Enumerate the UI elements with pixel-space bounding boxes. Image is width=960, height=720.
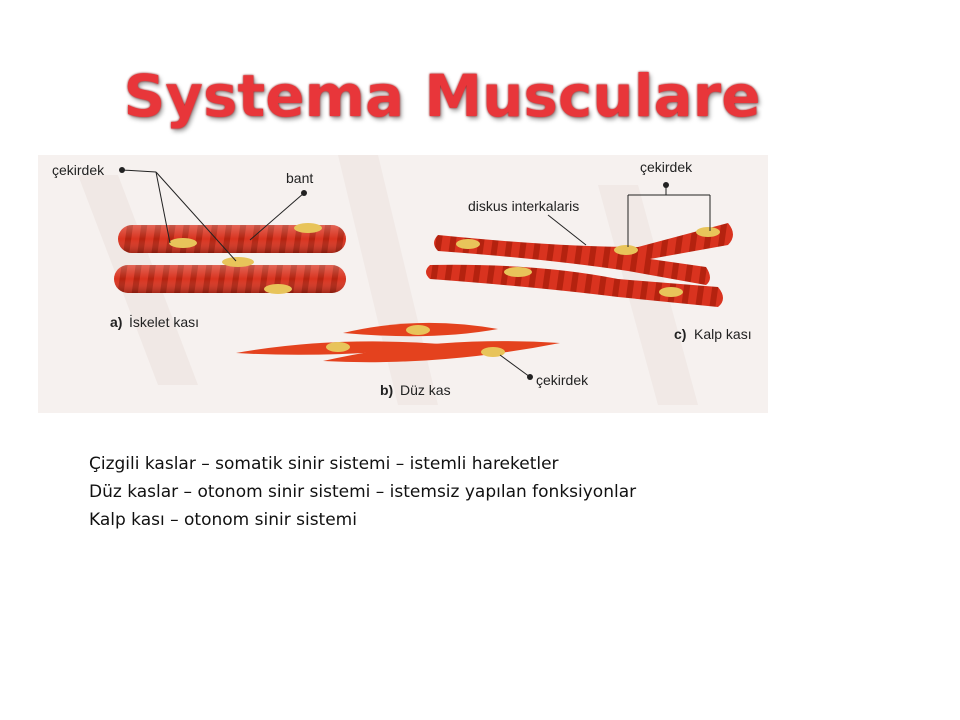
cardiac-nucleus xyxy=(659,287,683,297)
label-cekirdek-b: çekirdek xyxy=(536,372,589,388)
muscle-illustration: çekirdek bant a) İskelet kası çekirdek b… xyxy=(38,155,768,413)
label-bant: bant xyxy=(286,170,313,186)
cardiac-fiber xyxy=(426,264,723,307)
label-cekirdek-a: çekirdek xyxy=(52,162,105,178)
leader-line xyxy=(121,169,157,173)
smooth-cell xyxy=(323,341,560,363)
slide-title: Systema Musculare xyxy=(123,62,761,130)
skeletal-nucleus xyxy=(169,238,197,248)
cardiac-muscle-fibers xyxy=(426,223,733,307)
leader-line xyxy=(499,354,531,378)
label-smooth-letter: b) xyxy=(380,382,393,398)
skeletal-nucleus xyxy=(294,223,322,233)
caption-line: Düz kaslar – otonom sinir sistemi – iste… xyxy=(89,482,637,502)
leader-line xyxy=(249,192,305,241)
smooth-muscle-cells xyxy=(236,322,560,363)
smooth-nucleus xyxy=(326,342,350,352)
cardiac-nucleus xyxy=(456,239,480,249)
skeletal-muscle-fibers xyxy=(114,223,346,294)
label-cekirdek-c: çekirdek xyxy=(640,159,693,175)
muscle-types-figure: çekirdek bant a) İskelet kası çekirdek b… xyxy=(38,155,768,413)
leader-line xyxy=(155,171,237,262)
caption-line: Çizgili kaslar – somatik sinir sistemi –… xyxy=(89,454,559,474)
smooth-nucleus xyxy=(406,325,430,335)
leader-line xyxy=(547,214,587,246)
caption-list: Çizgili kaslar – somatik sinir sistemi –… xyxy=(89,450,636,534)
leader-line xyxy=(155,171,171,244)
skeletal-nucleus xyxy=(222,257,254,267)
label-cardiac: Kalp kası xyxy=(694,326,752,342)
label-diskus: diskus interkalaris xyxy=(468,198,579,214)
cardiac-nucleus xyxy=(614,245,638,255)
cardiac-nucleus xyxy=(504,267,532,277)
label-smooth: Düz kas xyxy=(400,382,451,398)
label-skeletal-letter: a) xyxy=(110,314,122,330)
leader-dot xyxy=(527,374,533,380)
cardiac-fiber xyxy=(434,223,733,285)
skeletal-nucleus xyxy=(264,284,292,294)
label-cardiac-letter: c) xyxy=(674,326,686,342)
label-skeletal: İskelet kası xyxy=(129,313,199,330)
smooth-nucleus xyxy=(481,347,505,357)
cardiac-nucleus xyxy=(696,227,720,237)
caption-line: Kalp kası – otonom sinir sistemi xyxy=(89,510,357,530)
